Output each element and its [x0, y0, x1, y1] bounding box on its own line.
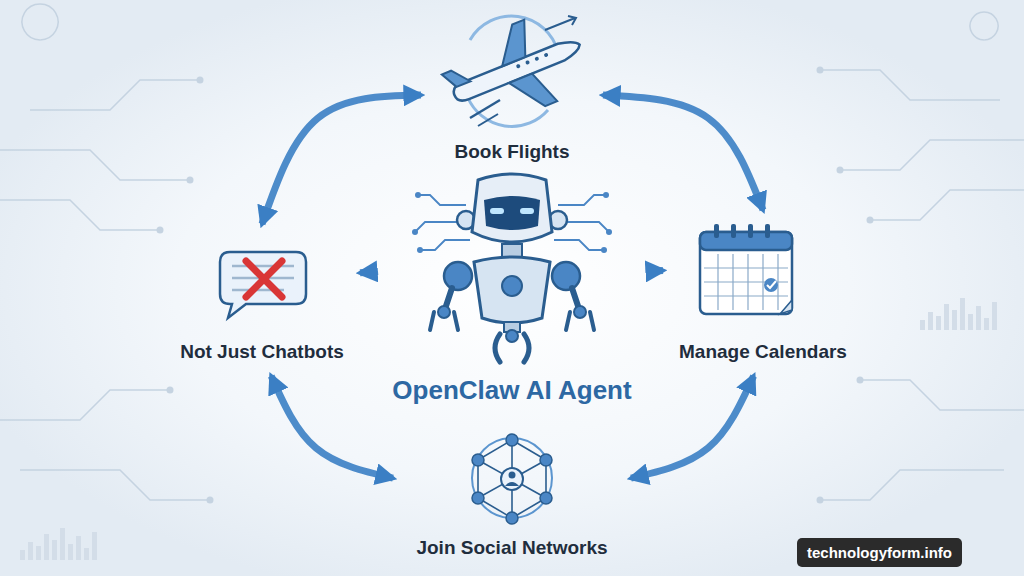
node-label: Book Flights [454, 141, 569, 164]
task-node: Book Flights [427, 6, 597, 168]
arrow [360, 271, 378, 272]
node-label: Not Just Chatbots [180, 341, 344, 364]
chat-bubble-icon [220, 252, 306, 318]
watermark: technologyform.info [797, 538, 962, 567]
task-node: Manage Calendars [669, 218, 857, 368]
node-label: Manage Calendars [679, 341, 847, 364]
double-arrow [603, 95, 763, 210]
node-label: Join Social Networks [416, 537, 607, 560]
circuit-dots [157, 67, 874, 504]
network-icon [472, 434, 552, 524]
double-arrow [262, 95, 421, 224]
agent-node: OpenClaw AI Agent [382, 158, 642, 410]
double-arrow [271, 376, 393, 478]
task-node: Join Social Networks [401, 432, 623, 564]
task-node: Not Just Chatbots [170, 232, 354, 368]
double-arrow [631, 376, 754, 478]
arrow [646, 267, 663, 275]
robot-icon [412, 174, 612, 362]
data-bars [20, 298, 997, 560]
airplane-icon [434, 4, 596, 138]
calendar-icon [700, 224, 792, 314]
agent-title: OpenClaw AI Agent [392, 375, 631, 406]
circuit-traces [0, 4, 1024, 500]
